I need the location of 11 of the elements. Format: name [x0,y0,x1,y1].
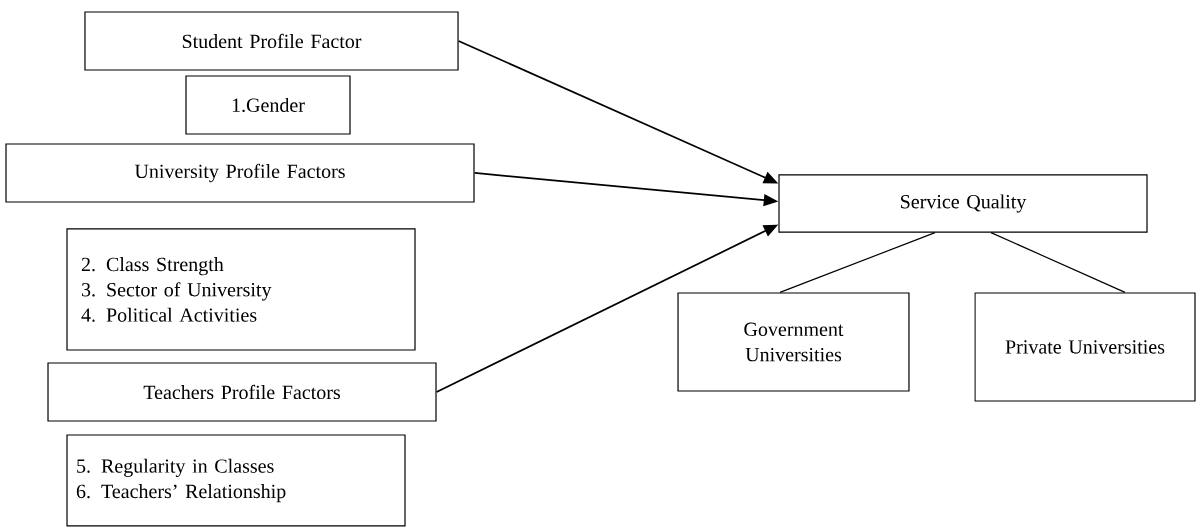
factor-box: Teachers Profile Factors [47,362,437,422]
factor-box: Private Universities [974,292,1196,402]
item-list-box: 5. Regularity in Classes 6. Teachers’ Relationship [66,434,406,527]
factor-box: Government Universities [677,292,910,392]
item-list-box: 2. Class Strength 3. Sector of University 4. Political Activities [66,228,416,351]
factor-box: Student Profile Factor [84,11,459,71]
factor-box: University Profile Factors [5,143,475,203]
factor-box: Service Quality [778,174,1148,233]
factor-box: 1.Gender [185,75,351,135]
connector-line [779,232,936,293]
connector-line [990,232,1126,293]
